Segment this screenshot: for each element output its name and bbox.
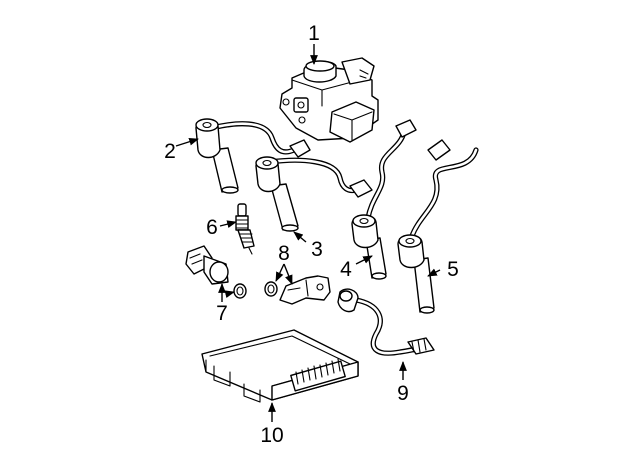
callout-10: 10	[260, 424, 283, 447]
crankshaft-sensor[interactable]	[279, 275, 331, 305]
callout-8: 8	[278, 242, 290, 265]
callout-2: 2	[164, 140, 176, 163]
spark-plug[interactable]	[235, 203, 255, 255]
callout-labels: 1 2 3 4 5 6 7 8 9 10	[164, 22, 459, 447]
callout-6: 6	[206, 216, 218, 239]
spark-plug-wire-4[interactable]	[351, 119, 417, 280]
leader-lines	[175, 44, 441, 422]
callout-5: 5	[447, 258, 459, 281]
callout-9: 9	[397, 382, 409, 405]
knock-sensor[interactable]	[337, 288, 435, 356]
callout-3: 3	[311, 238, 323, 261]
callout-1: 1	[308, 22, 320, 45]
spark-plug-wire-5[interactable]	[397, 139, 479, 314]
position-sensor[interactable]	[185, 245, 229, 285]
crankshaft-sensor-o-ring[interactable]	[264, 281, 278, 297]
engine-control-module[interactable]	[201, 329, 359, 403]
callout-4: 4	[340, 258, 352, 281]
spark-plug-wire-2[interactable]	[195, 118, 311, 194]
spark-plug-wire-3[interactable]	[255, 156, 373, 232]
sensor-o-ring[interactable]	[233, 283, 247, 299]
callout-7: 7	[216, 302, 228, 325]
ignition-coil-pack[interactable]	[279, 57, 379, 143]
